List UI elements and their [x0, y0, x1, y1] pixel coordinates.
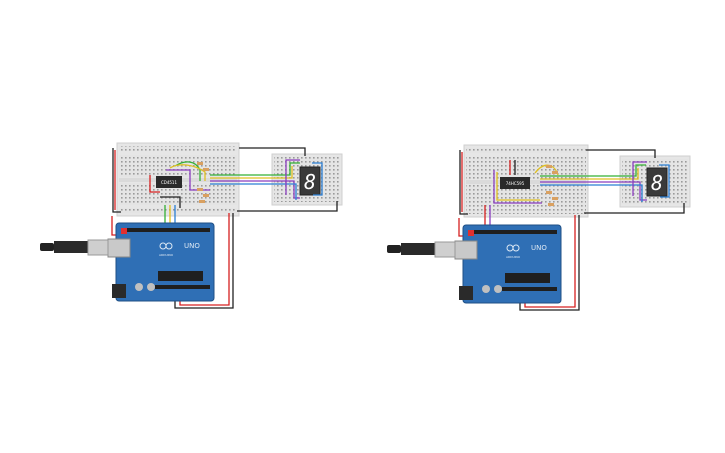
display-digit: 8: [304, 170, 316, 194]
ic-chip[interactable]: CD4511: [156, 176, 182, 188]
arduino-uno-board[interactable]: UNO ARDUINO: [107, 222, 215, 302]
resistors-2: [546, 165, 558, 206]
usb-cable-2: [387, 241, 456, 258]
seven-segment-display-2[interactable]: 8: [646, 167, 668, 197]
board-brand: ARDUINO: [159, 253, 174, 257]
usb-cable: [40, 239, 109, 256]
resistors: [197, 162, 209, 203]
seven-segment-display[interactable]: 8: [299, 166, 321, 196]
board-logo: UNO: [184, 242, 200, 250]
display-digit-2: 8: [651, 171, 663, 195]
chip-label: CD4511: [161, 180, 178, 185]
board-logo-2: UNO: [531, 244, 547, 252]
chip-label-2: 74HC595: [506, 181, 525, 186]
ic-chip-2[interactable]: 74HC595: [500, 177, 530, 189]
wires: [111, 147, 338, 309]
circuit-right: 8 74HC595: [387, 144, 691, 311]
arduino-uno-board-2[interactable]: UNO ARDUINO: [454, 224, 562, 304]
board-brand-2: ARDUINO: [506, 255, 521, 259]
circuit-left: 8 CD4511: [40, 142, 343, 309]
